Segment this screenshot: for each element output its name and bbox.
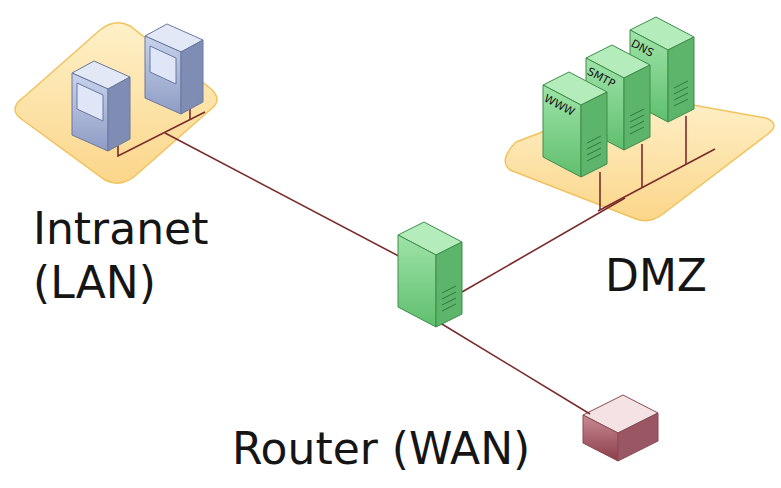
server-node: WWW <box>543 65 607 177</box>
router-front <box>583 415 618 461</box>
network-zone: Intranet (LAN) <box>5 18 227 188</box>
firewall-front <box>398 235 436 327</box>
zone-platform <box>15 23 217 183</box>
server-vents <box>587 136 601 161</box>
server-side <box>624 65 650 150</box>
server-vents <box>630 109 644 134</box>
router-outline <box>583 393 658 463</box>
pc-top <box>145 24 203 52</box>
pc-tower <box>72 61 130 151</box>
dmz-drop <box>599 172 601 210</box>
zone-label: Intranet (LAN) <box>33 202 248 309</box>
network-zone: DMZWWWSMTPDNS <box>498 90 781 228</box>
firewall-server <box>398 222 462 327</box>
pc-side <box>181 40 203 114</box>
dmz-bus <box>598 149 715 211</box>
server-side <box>581 92 607 177</box>
zone-label: DMZ <box>605 250 707 303</box>
pc-screen <box>77 83 103 121</box>
firewall-vents <box>442 286 456 311</box>
pc-tower <box>145 24 203 114</box>
router-side <box>618 413 658 461</box>
server-side <box>668 37 694 122</box>
lan-bus <box>118 112 205 156</box>
pc-screen <box>150 46 176 84</box>
zone-label: Router (WAN) <box>232 423 530 476</box>
lan-uplink <box>165 133 410 262</box>
pc-top <box>72 61 130 89</box>
lan-wires <box>118 104 410 262</box>
lan-drop <box>189 104 191 119</box>
router-node: Router (WAN) <box>583 393 658 463</box>
dmz-drop <box>685 116 687 164</box>
dmz-drop <box>641 144 643 188</box>
dmz-uplink <box>462 198 625 292</box>
pc-front <box>72 73 108 151</box>
firewall-side <box>436 242 462 327</box>
wan-link <box>432 318 590 414</box>
firewall-top <box>398 222 462 255</box>
lan-outline <box>5 18 227 188</box>
server-vents <box>674 81 688 106</box>
pc-side <box>108 77 130 151</box>
server-outline <box>543 65 607 177</box>
dmz-wires <box>462 116 715 292</box>
pc-front <box>145 36 181 114</box>
